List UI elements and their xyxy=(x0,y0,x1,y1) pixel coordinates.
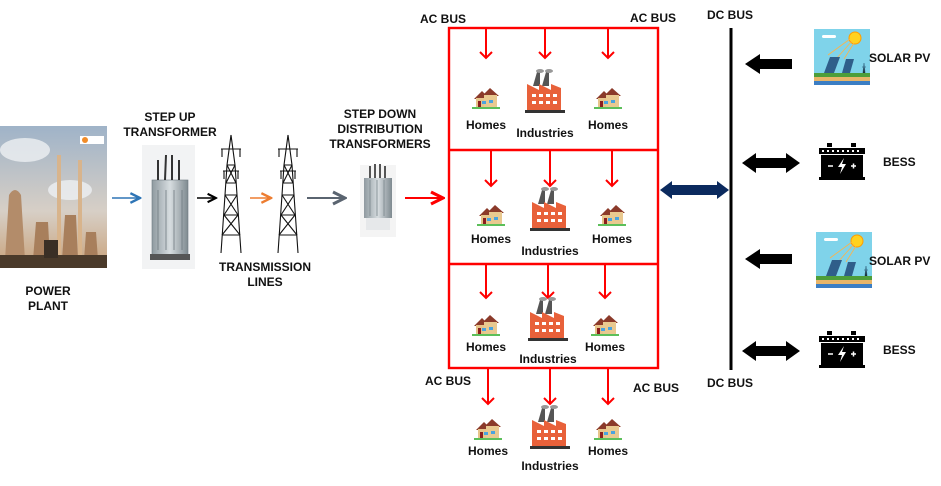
homes-label: Homes xyxy=(587,444,628,458)
battery-icon xyxy=(818,142,866,181)
house-icon xyxy=(594,88,622,109)
feeder-arrow xyxy=(484,150,498,188)
industries-label: Industries xyxy=(519,352,577,366)
power-plant-image xyxy=(0,126,107,268)
ac-dc-link-arrow xyxy=(660,181,729,199)
house-icon xyxy=(472,315,500,336)
ac-bus-grid xyxy=(447,26,660,370)
solar-panel-icon xyxy=(815,231,873,289)
feeder-arrow xyxy=(538,28,552,60)
step-up-transformer-image xyxy=(142,145,195,269)
step-down-transformer-image xyxy=(360,164,396,237)
feeder-arrow xyxy=(598,264,612,300)
feeder-arrow xyxy=(543,368,557,406)
homes-label: Homes xyxy=(465,118,506,132)
transmission-tower-icon xyxy=(220,134,242,254)
feeder-arrow xyxy=(479,264,493,300)
homes-label: Homes xyxy=(591,232,632,246)
industries-label: Industries xyxy=(521,459,579,473)
transmission-tower-icon xyxy=(277,134,299,254)
solar-arrow-2 xyxy=(745,249,792,269)
bess-arrow-1 xyxy=(742,153,800,173)
house-icon xyxy=(477,205,505,226)
ac-bus-label: AC BUS xyxy=(420,12,467,26)
feeder-arrow xyxy=(481,368,495,406)
feeder-arrow xyxy=(541,264,555,300)
dc-source-label: SOLAR PV xyxy=(869,254,931,268)
dc-source-label: SOLAR PV xyxy=(869,51,931,65)
industries-label: Industries xyxy=(516,126,574,140)
ac-bus-label: AC BUS xyxy=(425,374,472,388)
dc-bus-label: DC BUS xyxy=(707,376,754,390)
factory-icon xyxy=(525,69,565,113)
feeder-arrow xyxy=(601,368,615,406)
bess-arrow-2 xyxy=(742,341,800,361)
factory-icon xyxy=(530,405,570,449)
homes-label: Homes xyxy=(470,232,511,246)
feeder-arrow xyxy=(543,150,557,188)
feeder-arrow xyxy=(601,28,615,60)
house-icon xyxy=(472,88,500,109)
homes-label: Homes xyxy=(467,444,508,458)
dc-source-label: BESS xyxy=(883,343,916,357)
homes-label: Homes xyxy=(465,340,506,354)
feeder-arrow xyxy=(479,28,493,60)
homes-label: Homes xyxy=(587,118,628,132)
battery-icon xyxy=(818,330,866,369)
industries-label: Industries xyxy=(521,244,579,258)
solar-panel-icon xyxy=(813,28,871,86)
house-icon xyxy=(591,315,619,336)
ac-bus-label: AC BUS xyxy=(630,11,677,25)
feeder-arrow xyxy=(605,150,619,188)
house-icon xyxy=(598,205,626,226)
factory-icon xyxy=(530,187,570,231)
dc-bus-label: DC BUS xyxy=(707,8,754,22)
factory-icon xyxy=(528,297,568,341)
ac-bus-label: AC BUS xyxy=(633,381,680,395)
homes-label: Homes xyxy=(584,340,625,354)
dc-source-label: BESS xyxy=(883,155,916,169)
ac-feeder-arrows xyxy=(479,28,619,406)
house-icon xyxy=(594,419,622,440)
solar-arrow-1 xyxy=(745,54,792,74)
house-icon xyxy=(474,419,502,440)
